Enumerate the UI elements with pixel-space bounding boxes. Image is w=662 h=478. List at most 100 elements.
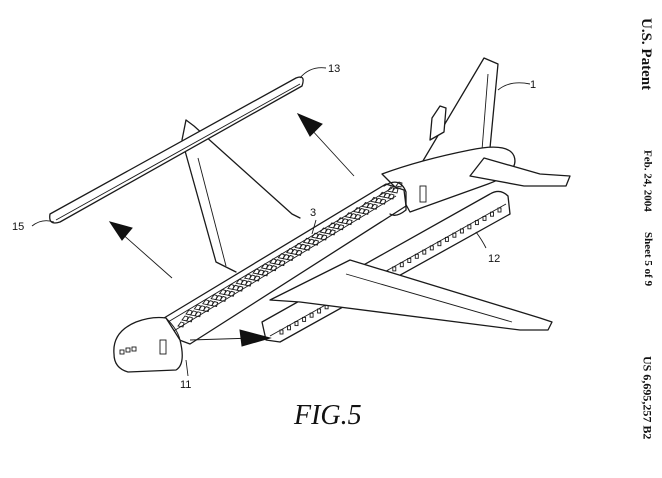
seat xyxy=(256,269,265,276)
seat xyxy=(374,197,382,204)
seat xyxy=(278,260,286,267)
seat xyxy=(324,228,332,235)
seat xyxy=(265,264,273,271)
seat xyxy=(273,259,281,266)
seat xyxy=(366,202,374,209)
window xyxy=(414,253,419,259)
seat xyxy=(218,288,227,296)
seat xyxy=(336,217,344,224)
seat xyxy=(362,208,370,215)
window xyxy=(444,236,449,242)
window xyxy=(317,308,322,314)
window xyxy=(422,249,427,255)
seat xyxy=(386,186,395,193)
seat xyxy=(340,218,349,225)
seat xyxy=(269,258,277,265)
ref-label-12: 12 xyxy=(488,253,500,265)
seat xyxy=(193,304,201,311)
seat xyxy=(202,306,210,313)
seat xyxy=(181,315,189,322)
seat xyxy=(231,284,239,291)
leader-3 xyxy=(311,219,317,235)
seat xyxy=(336,224,345,231)
seat xyxy=(244,280,252,287)
window xyxy=(302,316,307,322)
seat xyxy=(210,294,218,301)
seat xyxy=(206,300,214,307)
seat xyxy=(378,191,386,198)
seat xyxy=(236,285,244,292)
window xyxy=(287,325,291,331)
window xyxy=(467,224,472,230)
upper-module xyxy=(49,76,304,224)
horizontal-stabilizer xyxy=(469,157,571,187)
seat xyxy=(194,311,202,318)
header-patent-number: US 6,695,257 B2 xyxy=(640,356,654,440)
seat xyxy=(345,219,353,226)
seat xyxy=(223,289,231,296)
seat xyxy=(252,275,261,282)
leader-1 xyxy=(497,82,531,91)
far-wing xyxy=(181,119,301,273)
seat xyxy=(387,193,395,200)
seat xyxy=(260,263,269,270)
leader-12 xyxy=(475,231,487,249)
seat xyxy=(185,309,193,316)
window xyxy=(309,312,314,318)
seat xyxy=(370,203,378,210)
tail-stub xyxy=(429,105,447,141)
leader-15 xyxy=(31,220,55,227)
leader-11 xyxy=(185,359,189,377)
seat xyxy=(227,283,235,290)
seat xyxy=(320,234,328,241)
seat xyxy=(282,254,290,261)
seat xyxy=(349,213,357,220)
window xyxy=(294,321,299,327)
window xyxy=(459,228,464,234)
header-sheet: Sheet 5 of 9 xyxy=(642,232,654,287)
seat xyxy=(361,201,369,209)
seat xyxy=(185,316,193,323)
seat-rows xyxy=(177,181,403,328)
seat xyxy=(311,232,319,239)
seat xyxy=(286,248,294,255)
seat xyxy=(227,290,235,297)
seat xyxy=(240,279,248,286)
window xyxy=(482,215,487,221)
seat xyxy=(244,273,252,280)
window xyxy=(279,329,284,335)
ref-label-11: 11 xyxy=(180,379,191,391)
seat xyxy=(214,294,223,302)
arrow-right-up xyxy=(296,112,355,177)
window xyxy=(407,258,412,263)
seat xyxy=(378,198,387,205)
leader-13 xyxy=(299,67,327,79)
ref-label-15: 15 xyxy=(12,221,24,233)
seat xyxy=(286,254,294,261)
seat xyxy=(328,222,336,229)
seat xyxy=(353,213,361,221)
seat xyxy=(357,207,365,215)
seat xyxy=(198,305,206,312)
seat xyxy=(370,196,378,203)
seat xyxy=(219,295,227,302)
seat xyxy=(303,244,311,251)
window xyxy=(497,207,502,213)
window xyxy=(490,211,494,217)
arrow-horizontal xyxy=(189,329,272,347)
seat xyxy=(298,243,307,250)
seat xyxy=(344,212,353,219)
window xyxy=(429,245,434,251)
header-title: U.S. Patent xyxy=(638,18,654,91)
patent-header: U.S. Patent Feb. 24, 2004 Sheet 5 of 9 U… xyxy=(622,0,662,478)
window xyxy=(437,241,442,247)
seat xyxy=(332,223,340,230)
window xyxy=(399,262,404,268)
ref-label-3: 3 xyxy=(310,207,316,219)
seat xyxy=(235,278,243,285)
seat xyxy=(202,299,210,306)
ref-label-13: 13 xyxy=(328,63,340,75)
seat xyxy=(302,237,311,244)
